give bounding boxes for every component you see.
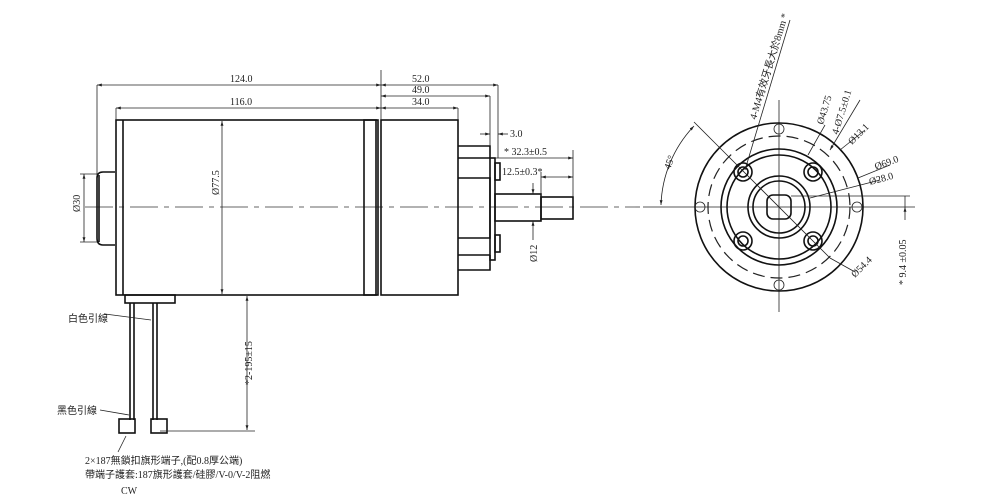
body-dia-label: Ø77.5 xyxy=(211,170,222,195)
end-cap xyxy=(96,171,115,246)
motor-body xyxy=(115,119,377,296)
mount-holes xyxy=(733,162,823,251)
shaft-step-label: 12.5±0.3* xyxy=(502,167,543,178)
shaft-length-label: * 32.3±0.5 xyxy=(504,147,547,158)
cap-dia-label: Ø30 xyxy=(72,195,83,212)
gearbox xyxy=(380,119,459,296)
d43-label: Ø43.75 xyxy=(815,94,834,126)
terminal-note-2: 帶端子護套:187旗形護套/硅膠/V-0/V-2阻燃 xyxy=(85,468,270,481)
terminal-right xyxy=(150,418,168,434)
terminal-left xyxy=(118,418,136,434)
d13-label: Ø13.1 xyxy=(846,122,871,147)
d54-label: Ø54.4 xyxy=(849,255,874,280)
side-view: Ø30 Ø77.5 124.0 116.0 52.0 49.0 34.0 3.0 xyxy=(57,70,640,496)
shaft xyxy=(494,193,542,222)
shaft-tip xyxy=(540,196,574,220)
flat-dim-label: * 9.4 ±0.05 xyxy=(898,240,909,286)
thread-label: 4-M4有效牙長大於8mm * xyxy=(746,12,791,121)
lead-exit xyxy=(124,294,176,304)
overall-length-label: 124.0 xyxy=(230,74,253,85)
terminal-note-1: 2×187無鎖扣旗形端子,(配0.8厚公端) xyxy=(85,454,242,467)
shaft-end xyxy=(766,194,792,220)
dim-49: 49.0 xyxy=(412,85,430,96)
d69-label: Ø69.0 xyxy=(873,154,900,173)
white-lead-label: 白色引線 xyxy=(68,312,108,325)
dim-3: 3.0 xyxy=(510,129,523,140)
dim-34: 34.0 xyxy=(412,97,430,108)
angle-label: 45° xyxy=(662,154,677,171)
flange-holes xyxy=(694,123,863,291)
flange xyxy=(363,119,379,296)
d75-label: 4-Ø7.5±0.1 xyxy=(830,89,854,136)
d28-label: Ø28.0 xyxy=(868,171,895,188)
shaft-dia-label: Ø12 xyxy=(529,245,540,262)
lead-wires xyxy=(129,303,158,420)
black-lead-label: 黑色引線 xyxy=(57,404,97,417)
front-view: 45° 4-M4有效牙長大於8mm * Ø43.75 4-Ø7.5±0.1 Ø1… xyxy=(643,12,915,312)
body-length-label: 116.0 xyxy=(230,97,252,108)
rotation-label: CW xyxy=(121,486,138,496)
dim-52: 52.0 xyxy=(412,74,430,85)
lead-length-label: *2-195±15 xyxy=(244,341,255,385)
